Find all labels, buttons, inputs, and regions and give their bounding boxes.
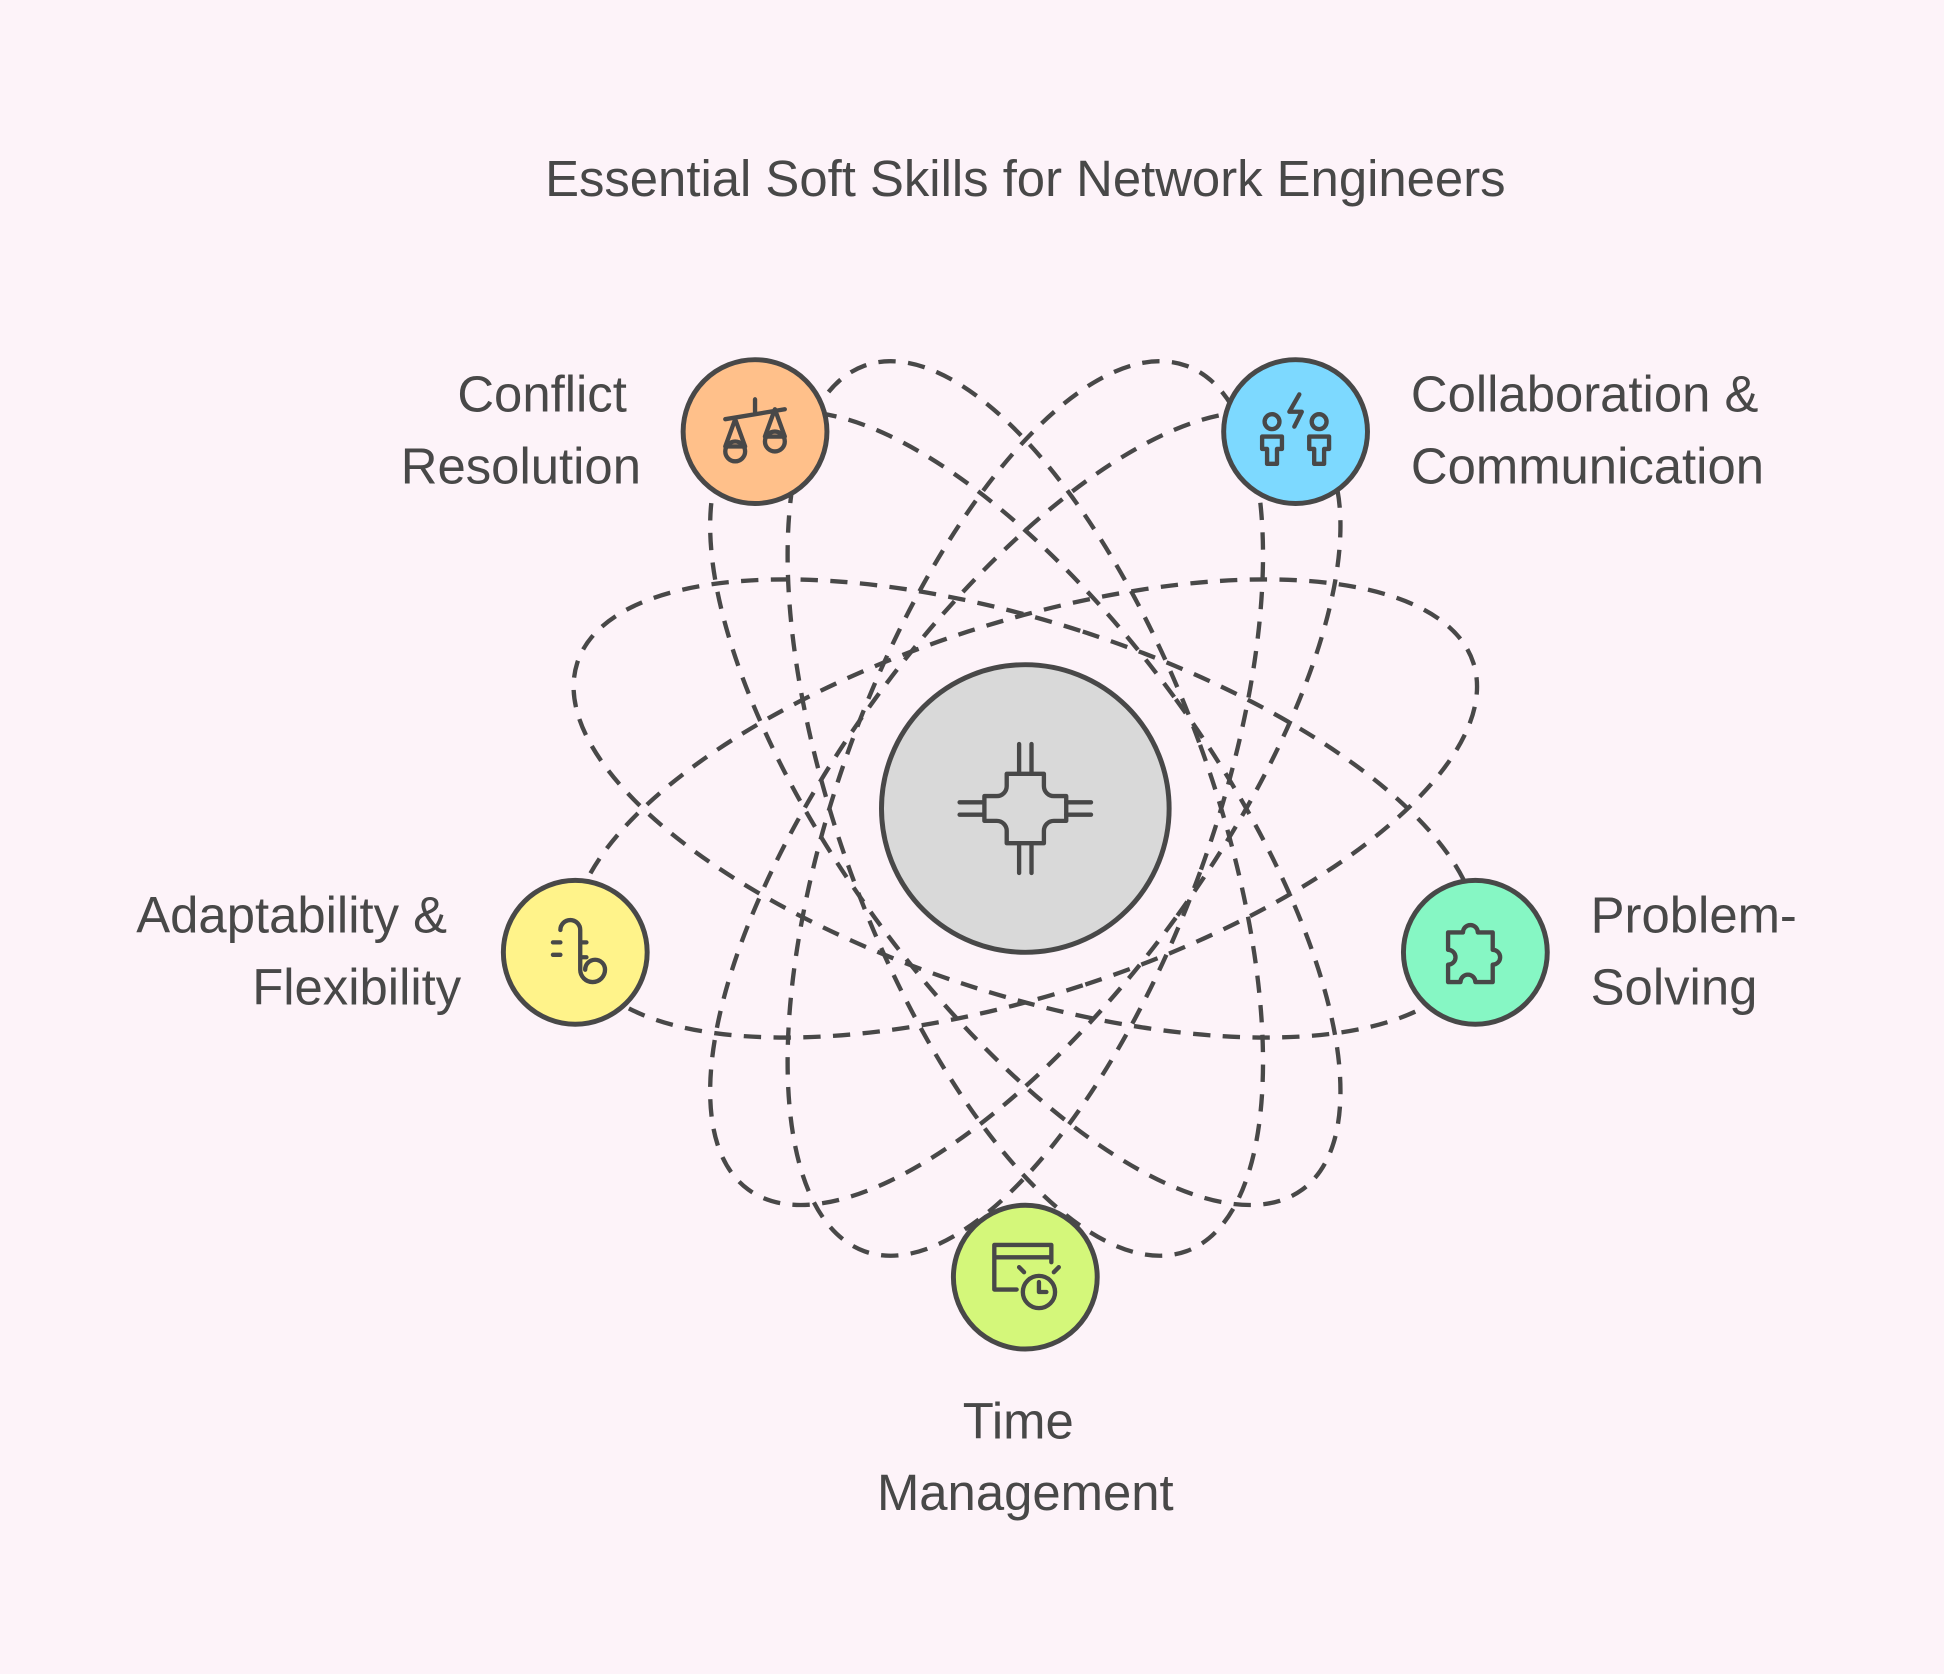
skill-label-line2: Communication (1411, 438, 1764, 495)
skill-label-line1: Conflict (457, 366, 627, 423)
calendar-clock-icon (992, 1242, 1061, 1311)
skill-label-line1: Adaptability & (136, 886, 447, 943)
svg-text:Time Management: Time Management (877, 1392, 1174, 1521)
microchip-icon (957, 741, 1094, 876)
scales-icon (723, 397, 787, 464)
svg-text:Adaptability & Flexibili: Adaptability & Flexibility (136, 886, 462, 1015)
skill-conflict-resolution: Conflict Resolution (401, 357, 830, 506)
puzzle-icon (1445, 922, 1503, 985)
skill-collaboration-communication: Collaboration & Communication (1221, 357, 1773, 506)
skill-label-line2: Resolution (401, 438, 641, 495)
orbit-ellipse (785, 359, 1266, 1258)
diagram-title: Essential Soft Skills for Network Engine… (545, 150, 1505, 207)
skill-time-management: Time Management (877, 1202, 1174, 1521)
skill-label-line1: Problem- (1591, 886, 1797, 943)
svg-text:Problem- Solving: Problem- Solving (1591, 886, 1811, 1015)
skill-label-line1: Collaboration & (1411, 366, 1759, 423)
center-node (879, 662, 1172, 955)
skill-label-line2: Flexibility (252, 958, 462, 1015)
skill-label-line2: Management (877, 1464, 1174, 1521)
skill-label-line1: Time (963, 1392, 1074, 1449)
svg-text:Collaboration & Communic: Collaboration & Communication (1411, 366, 1773, 495)
chameleon-icon (550, 917, 608, 985)
orbit-ellipse (785, 359, 1266, 1258)
skill-label-line2: Solving (1591, 958, 1758, 1015)
svg-text:Conflict Resolution: Conflict Resolution (401, 366, 641, 495)
skill-problem-solving: Problem- Solving (1400, 877, 1811, 1027)
skill-adaptability-flexibility: Adaptability & Flexibility (136, 877, 650, 1027)
people-icon (1259, 392, 1332, 466)
